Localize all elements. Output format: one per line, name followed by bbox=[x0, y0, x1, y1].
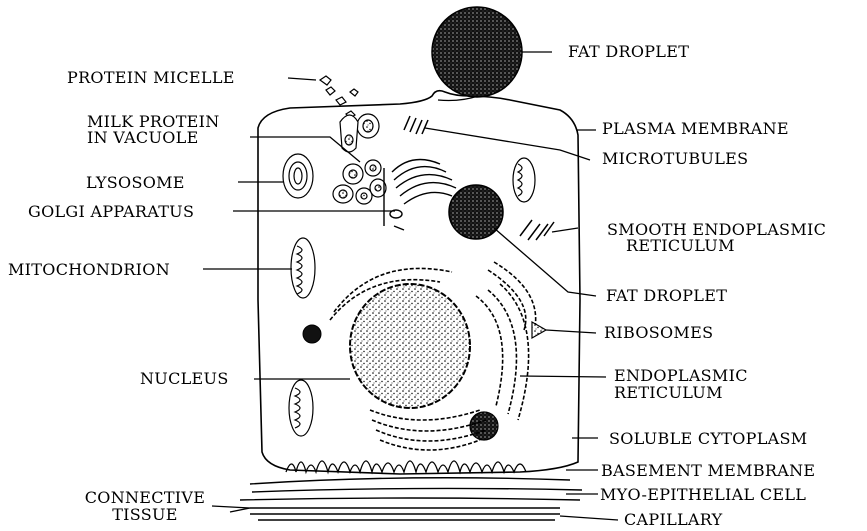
label-nucleus: NUCLEUS bbox=[140, 371, 229, 387]
small-droplet bbox=[303, 325, 321, 343]
label-connective-1: CONNECTIVE bbox=[70, 490, 220, 506]
lysosome bbox=[283, 154, 313, 198]
basement-membrane bbox=[286, 461, 526, 472]
label-fat-droplet-mid: FAT DROPLET bbox=[606, 288, 727, 304]
label-er-1: ENDOPLASMIC bbox=[614, 368, 748, 384]
small-droplet bbox=[470, 412, 498, 440]
label-basement-membrane: BASEMENT MEMBRANE bbox=[601, 463, 815, 479]
label-er-2: RETICULUM bbox=[614, 385, 723, 401]
smooth-er bbox=[520, 220, 554, 240]
label-fat-droplet-top: FAT DROPLET bbox=[568, 44, 689, 60]
fat-droplet-mid bbox=[449, 185, 503, 239]
label-smooth-er-2: RETICULUM bbox=[626, 238, 735, 254]
label-connective-2: TISSUE bbox=[70, 507, 220, 523]
tissue-layers bbox=[230, 478, 582, 520]
label-golgi-apparatus: GOLGI APPARATUS bbox=[28, 204, 194, 220]
label-myo-epithelial: MYO-EPITHELIAL CELL bbox=[600, 487, 806, 503]
milk-protein-vacuoles bbox=[333, 114, 386, 204]
ribosomes bbox=[532, 322, 546, 338]
nucleus bbox=[350, 284, 470, 408]
label-soluble-cytoplasm: SOLUBLE CYTOPLASM bbox=[609, 431, 807, 447]
label-protein-micelle: PROTEIN MICELLE bbox=[67, 70, 235, 86]
label-plasma-membrane: PLASMA MEMBRANE bbox=[602, 121, 789, 137]
golgi-apparatus bbox=[384, 160, 456, 231]
fat-droplet-top bbox=[432, 7, 522, 97]
microtubules bbox=[404, 116, 428, 134]
protein-micelles bbox=[320, 76, 358, 118]
label-lysosome: LYSOSOME bbox=[86, 175, 185, 191]
label-capillary: CAPILLARY bbox=[624, 512, 723, 528]
label-ribosomes: RIBOSOMES bbox=[604, 325, 713, 341]
label-milk-protein-2: IN VACUOLE bbox=[87, 130, 199, 146]
label-mitochondrion: MITOCHONDRION bbox=[8, 262, 170, 278]
label-microtubules: MICROTUBULES bbox=[602, 151, 748, 167]
